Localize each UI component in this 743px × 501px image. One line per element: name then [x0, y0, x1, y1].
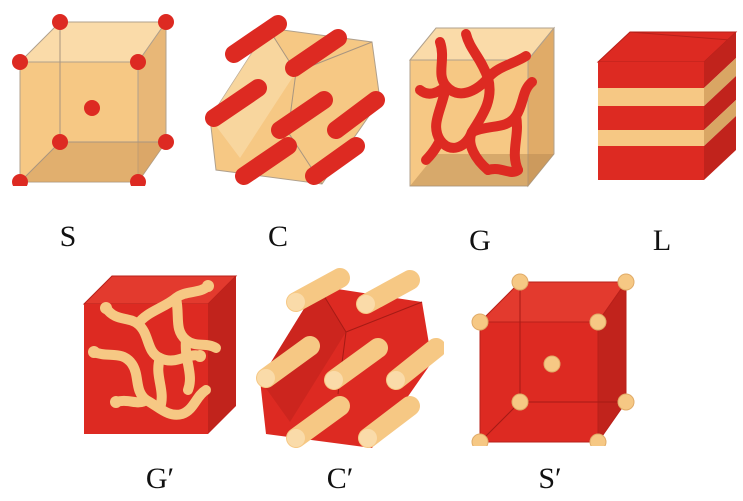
phase-label-l: L — [652, 224, 672, 257]
phase-g-diagram — [406, 20, 562, 190]
phase-c-diagram — [196, 8, 392, 188]
phase-g-prime-diagram — [76, 272, 242, 442]
phase-label-g: G — [469, 224, 491, 257]
phase-label-s: S — [59, 220, 77, 253]
phase-l-diagram — [590, 26, 740, 186]
phase-s-prime-diagram — [468, 268, 640, 446]
phase-c-prime-diagram — [244, 264, 444, 454]
phase-label-c: C — [267, 220, 288, 253]
phase-label-g-prime: G′ — [145, 462, 175, 495]
phase-label-s-prime: S′ — [538, 462, 562, 495]
phase-label-c-prime: C′ — [326, 462, 354, 495]
phase-s-diagram — [8, 8, 180, 186]
